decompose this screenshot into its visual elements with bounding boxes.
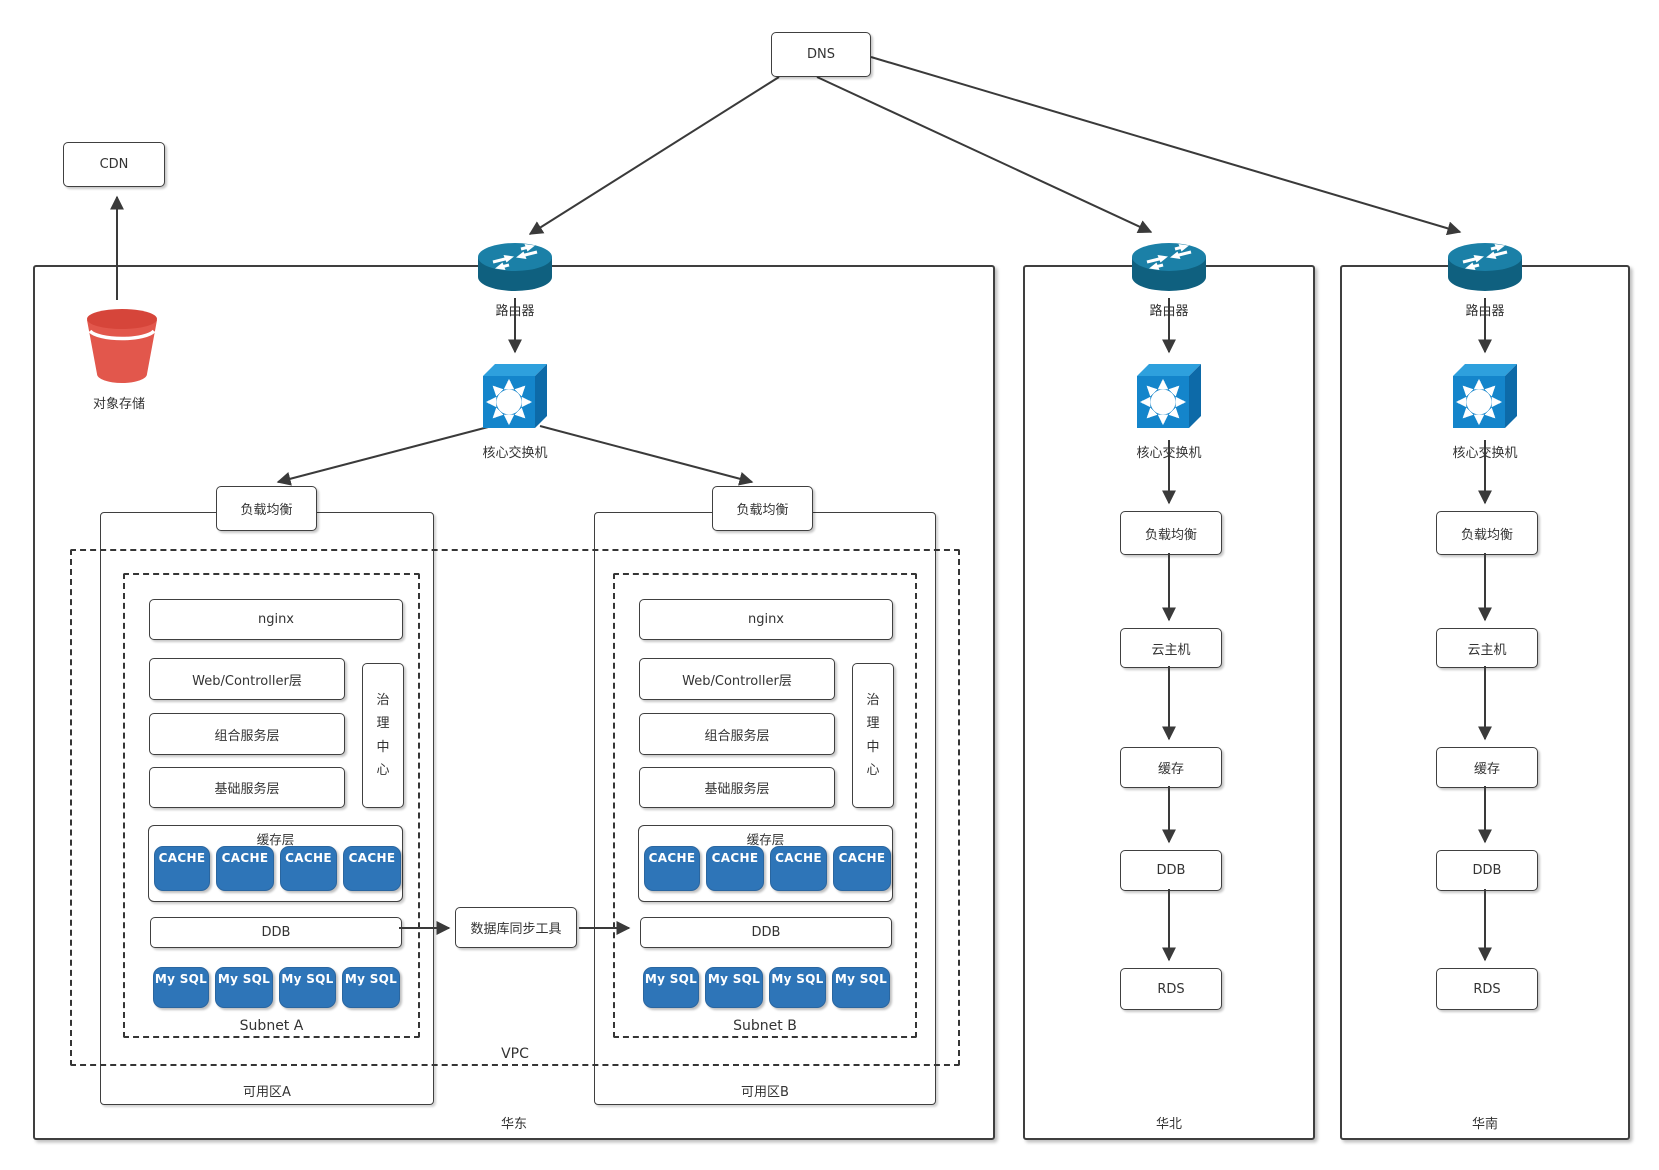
region-north-label: 华北 bbox=[1155, 1117, 1182, 1132]
web-controller-node-a: Web/Controller层 bbox=[149, 658, 345, 700]
mysql-node: My SQL bbox=[215, 967, 273, 1008]
governance-center-label-a: 治理中心 bbox=[376, 692, 390, 778]
mysql-node: My SQL bbox=[832, 967, 890, 1008]
core-switch-label-east: 核心交换机 bbox=[482, 446, 548, 461]
router-label-north: 路由器 bbox=[1149, 304, 1189, 319]
load-balancer-north: 负载均衡 bbox=[1120, 511, 1222, 555]
subnet-b-label: Subnet B bbox=[733, 1018, 797, 1034]
cache-layer-box-b: 缓存层 CACHE CACHE CACHE CACHE bbox=[638, 825, 893, 902]
core-switch-icon-east bbox=[481, 358, 549, 436]
router-icon-north bbox=[1131, 241, 1207, 293]
cache-node: CACHE bbox=[833, 846, 891, 891]
load-balancer-zone-a: 负载均衡 bbox=[216, 486, 317, 531]
composite-service-node-a: 组合服务层 bbox=[149, 713, 345, 755]
core-switch-icon-south bbox=[1451, 358, 1519, 436]
router-label-south: 路由器 bbox=[1465, 304, 1505, 319]
governance-center-node-a: 治理中心 bbox=[362, 663, 404, 808]
vpc-box: VPC bbox=[70, 549, 960, 1066]
mysql-node: My SQL bbox=[643, 967, 699, 1008]
mysql-node: My SQL bbox=[769, 967, 826, 1008]
load-balancer-south: 负载均衡 bbox=[1436, 511, 1538, 555]
subnet-a-label: Subnet A bbox=[239, 1018, 304, 1034]
subnet-b-box: Subnet B nginx Web/Controller层 治理中心 组合服务… bbox=[613, 573, 917, 1038]
mysql-node: My SQL bbox=[279, 967, 336, 1008]
cache-south: 缓存 bbox=[1436, 747, 1538, 788]
cache-node: CACHE bbox=[706, 846, 764, 891]
region-east: 华东 对象存储 VPC 可用区A Subnet A nginx Web/Cont… bbox=[33, 265, 995, 1140]
cdn-node: CDN bbox=[63, 142, 165, 187]
web-controller-node-b: Web/Controller层 bbox=[639, 658, 835, 700]
zone-b-box: 可用区B Subnet B nginx Web/Controller层 治理中心… bbox=[594, 512, 936, 1105]
governance-center-node-b: 治理中心 bbox=[852, 663, 894, 808]
ddb-south: DDB bbox=[1436, 850, 1538, 891]
ddb-node-a: DDB bbox=[150, 917, 402, 948]
region-south-label: 华南 bbox=[1471, 1117, 1498, 1132]
cache-layer-label-b: 缓存层 bbox=[746, 832, 785, 847]
router-label-east: 路由器 bbox=[495, 304, 535, 319]
cache-layer-label-a: 缓存层 bbox=[256, 832, 295, 847]
region-north: 华北 负载均衡 云主机 缓存 DDB RDS bbox=[1023, 265, 1315, 1140]
zone-a-label: 可用区A bbox=[243, 1085, 291, 1100]
object-storage-label: 对象存储 bbox=[92, 397, 145, 412]
ddb-node-b: DDB bbox=[640, 917, 892, 948]
rds-north: RDS bbox=[1120, 968, 1222, 1010]
cache-node: CACHE bbox=[343, 846, 401, 891]
core-switch-label-south: 核心交换机 bbox=[1452, 446, 1518, 461]
object-storage-bucket-icon bbox=[85, 307, 159, 385]
cache-node: CACHE bbox=[216, 846, 274, 891]
composite-service-node-b: 组合服务层 bbox=[639, 713, 835, 755]
router-icon-south bbox=[1447, 241, 1523, 293]
cache-north: 缓存 bbox=[1120, 747, 1222, 788]
nginx-node-a: nginx bbox=[149, 599, 403, 640]
load-balancer-zone-b: 负载均衡 bbox=[712, 486, 813, 531]
region-east-label: 华东 bbox=[500, 1117, 527, 1132]
core-switch-label-north: 核心交换机 bbox=[1136, 446, 1202, 461]
zone-a-box: 可用区A Subnet A nginx Web/Controller层 治理中心… bbox=[100, 512, 434, 1105]
mysql-node: My SQL bbox=[153, 967, 209, 1008]
mysql-node: My SQL bbox=[705, 967, 763, 1008]
base-service-node-a: 基础服务层 bbox=[149, 767, 345, 808]
cache-node: CACHE bbox=[154, 846, 210, 891]
mysql-node: My SQL bbox=[342, 967, 400, 1008]
cloud-host-north: 云主机 bbox=[1120, 628, 1222, 668]
cloud-host-south: 云主机 bbox=[1436, 628, 1538, 668]
db-sync-tool-node: 数据库同步工具 bbox=[455, 907, 577, 948]
cache-node: CACHE bbox=[644, 846, 700, 891]
cache-node: CACHE bbox=[280, 846, 337, 891]
ddb-north: DDB bbox=[1120, 850, 1222, 891]
base-service-node-b: 基础服务层 bbox=[639, 767, 835, 808]
vpc-label: VPC bbox=[501, 1046, 529, 1062]
region-south: 华南 负载均衡 云主机 缓存 DDB RDS bbox=[1340, 265, 1630, 1140]
rds-south: RDS bbox=[1436, 968, 1538, 1010]
nginx-node-b: nginx bbox=[639, 599, 893, 640]
dns-node: DNS bbox=[771, 32, 871, 77]
cache-layer-box-a: 缓存层 CACHE CACHE CACHE CACHE bbox=[148, 825, 403, 902]
cache-node: CACHE bbox=[770, 846, 827, 891]
router-icon-east bbox=[477, 241, 553, 293]
core-switch-icon-north bbox=[1135, 358, 1203, 436]
governance-center-label-b: 治理中心 bbox=[866, 692, 880, 778]
subnet-a-box: Subnet A nginx Web/Controller层 治理中心 组合服务… bbox=[123, 573, 420, 1038]
zone-b-label: 可用区B bbox=[741, 1085, 789, 1100]
